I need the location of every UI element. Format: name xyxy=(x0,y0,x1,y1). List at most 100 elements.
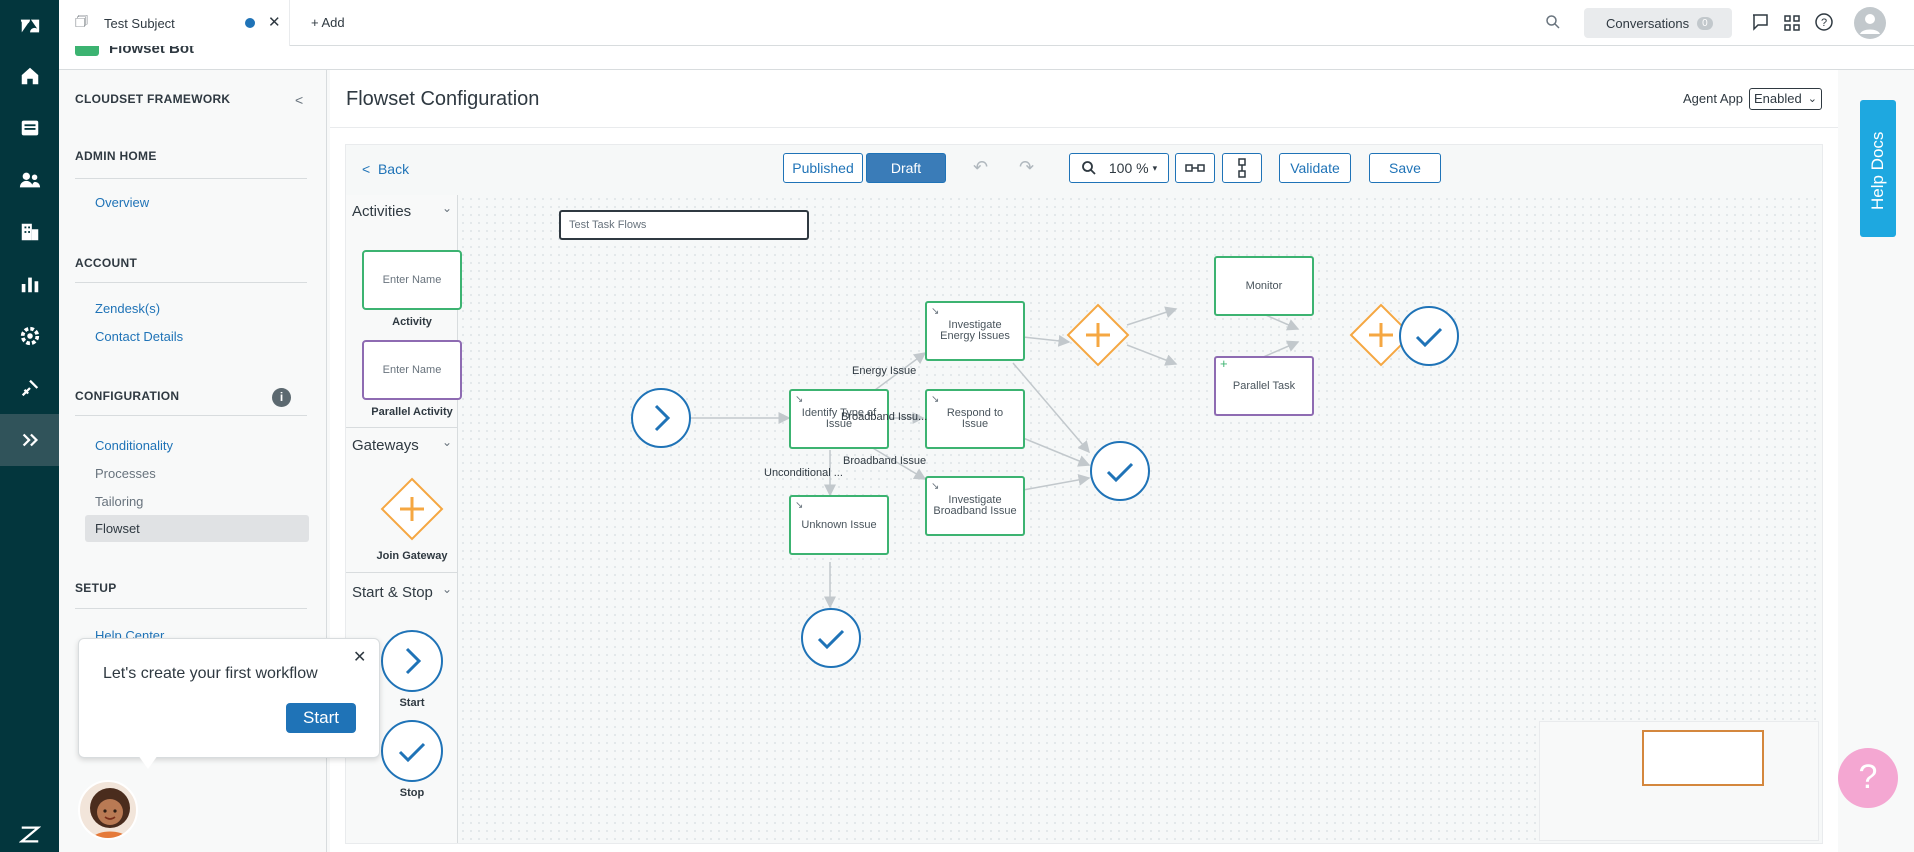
nav-zendesks[interactable]: Zendesk(s) xyxy=(95,301,161,316)
help-icon[interactable]: ? xyxy=(1814,12,1834,35)
chevron-down-icon[interactable]: ⌄ xyxy=(442,435,453,449)
user-avatar-icon[interactable] xyxy=(1854,7,1886,42)
agent-app-select[interactable]: Enabled ⌄ xyxy=(1749,88,1822,110)
node-label: Respond to Issue xyxy=(946,407,1004,430)
stop-label: Stop xyxy=(399,787,425,799)
assistant-avatar[interactable] xyxy=(78,780,138,840)
app-name: Flowset Bot xyxy=(109,46,194,57)
nav-overview[interactable]: Overview xyxy=(95,195,150,210)
plus-icon: + xyxy=(1220,356,1228,371)
conversations-button[interactable]: Conversations 0 xyxy=(1584,8,1732,38)
chat-icon[interactable] xyxy=(1750,12,1770,35)
flow-name-input[interactable]: Test Task Flows xyxy=(559,210,809,240)
help-question-icon[interactable]: ? xyxy=(1838,748,1898,808)
onboarding-popup: Let's create your first workflow ✕ Start xyxy=(78,638,380,758)
undo-icon[interactable]: ↶ xyxy=(973,157,989,177)
zendesk-footer-icon[interactable] xyxy=(0,808,59,852)
parallel-activity-shape[interactable]: Enter Name xyxy=(362,340,462,400)
redo-icon[interactable]: ↷ xyxy=(1019,157,1035,177)
join-gateway-shape[interactable] xyxy=(380,477,444,541)
stop-node-bottom[interactable] xyxy=(800,607,862,669)
node-monitor[interactable]: Monitor xyxy=(1214,256,1314,316)
minimap-viewport[interactable] xyxy=(1642,730,1764,786)
divider xyxy=(75,608,307,609)
zoom-value: 100 % xyxy=(1108,160,1149,176)
node-respond-to-issue[interactable]: ↘ Respond to Issue xyxy=(925,389,1025,449)
zendesk-logo-icon[interactable] xyxy=(0,0,59,52)
onboarding-message: Let's create your first workflow xyxy=(103,665,318,682)
agent-app-label: Agent App xyxy=(1683,91,1743,106)
organizations-icon[interactable] xyxy=(0,206,59,258)
stop-node-top[interactable] xyxy=(1398,305,1460,367)
node-label: Parallel Task xyxy=(1232,379,1296,392)
join-gateway-label: Join Gateway xyxy=(376,550,448,562)
node-investigate-energy[interactable]: ↘Investigate Energy Issues xyxy=(925,301,1025,361)
palette-gateways-title: Gateways xyxy=(352,437,419,454)
views-icon[interactable] xyxy=(0,102,59,154)
divider xyxy=(75,415,307,416)
product-grid-icon[interactable] xyxy=(1783,14,1801,35)
start-node[interactable] xyxy=(630,387,692,449)
add-tab-label: Add xyxy=(321,15,345,30)
back-button[interactable]: < Back xyxy=(362,161,410,177)
close-icon[interactable]: ✕ xyxy=(353,649,367,666)
close-tab-icon[interactable]: ✕ xyxy=(268,14,281,31)
main-content: Flowset Configuration Agent App Enabled … xyxy=(330,70,1838,852)
palette-activities-title: Activities xyxy=(352,203,412,220)
node-parallel-task[interactable]: + Parallel Task xyxy=(1214,356,1314,416)
apps-tools-icon[interactable] xyxy=(0,362,59,414)
customers-icon[interactable] xyxy=(0,154,59,206)
published-button[interactable]: Published xyxy=(783,153,863,183)
node-identify-type[interactable]: ↘Identify Type of Issue xyxy=(789,389,889,449)
node-label: Unknown Issue xyxy=(801,518,877,531)
nav-flowset[interactable]: Flowset xyxy=(85,515,309,542)
onboarding-start-button[interactable]: Start xyxy=(286,703,356,733)
node-label: Monitor xyxy=(1245,279,1283,292)
zoom-control[interactable]: 100 % ▾ xyxy=(1069,153,1169,183)
node-investigate-broadband[interactable]: ↘Investigate Broadband Issue xyxy=(925,476,1025,536)
chevron-down-icon: ⌄ xyxy=(1807,93,1817,105)
info-icon[interactable]: i xyxy=(272,388,291,407)
flow-canvas[interactable]: Test Task Flows xyxy=(459,195,1822,843)
ticket-tab[interactable]: 🗇 Test Subject ✕ xyxy=(59,0,290,46)
activity-shape[interactable]: Enter Name xyxy=(362,250,462,310)
canvas-minimap[interactable] xyxy=(1539,721,1819,841)
nav-tailoring[interactable]: Tailoring xyxy=(95,494,144,509)
chevron-down-icon[interactable]: ⌄ xyxy=(442,201,453,215)
admin-gear-icon[interactable] xyxy=(0,310,59,362)
add-tab-button[interactable]: + Add xyxy=(311,15,345,30)
validate-button[interactable]: Validate xyxy=(1279,153,1351,183)
nav-processes[interactable]: Processes xyxy=(95,466,156,481)
reporting-icon[interactable] xyxy=(0,258,59,310)
draft-button[interactable]: Draft xyxy=(866,153,946,183)
gateway-split[interactable] xyxy=(1066,303,1130,367)
start-label: Start xyxy=(399,697,425,709)
framework-title: CLOUDSET FRAMEWORK xyxy=(75,92,231,106)
home-icon[interactable] xyxy=(0,50,59,102)
save-button[interactable]: Save xyxy=(1369,153,1441,183)
task-corner-icon: ↘ xyxy=(931,394,940,405)
horizontal-layout-button[interactable] xyxy=(1175,153,1215,183)
task-corner-icon: ↘ xyxy=(931,481,940,492)
gateway-join[interactable] xyxy=(1349,303,1413,367)
start-shape[interactable] xyxy=(380,629,444,693)
assistant-avatar-icon xyxy=(90,788,130,838)
icon-rail xyxy=(0,0,59,852)
zoom-icon xyxy=(1081,161,1096,175)
nav-conditionality[interactable]: Conditionality xyxy=(95,438,174,453)
flow-editor: < Back Published Draft ↶ ↷ 100 % ▾ Valid… xyxy=(345,144,1823,844)
flowset-app-icon[interactable] xyxy=(0,414,59,466)
stop-shape[interactable] xyxy=(380,719,444,783)
help-docs-tab[interactable]: Help Docs xyxy=(1860,100,1896,237)
top-bar: 🗇 Test Subject ✕ + Add Conversations 0 ? xyxy=(59,0,1914,46)
node-unknown-issue[interactable]: ↘Unknown Issue xyxy=(789,495,889,555)
nav-contact-details[interactable]: Contact Details xyxy=(95,329,184,344)
vertical-layout-button[interactable] xyxy=(1222,153,1262,183)
chevron-down-icon[interactable]: ⌄ xyxy=(442,582,453,596)
divider xyxy=(75,282,307,283)
collapse-nav-icon[interactable]: < xyxy=(295,92,304,108)
stop-node-middle[interactable] xyxy=(1089,440,1151,502)
section-account: ACCOUNT xyxy=(75,256,138,270)
editor-toolbar: < Back Published Draft ↶ ↷ 100 % ▾ Valid… xyxy=(346,145,1822,195)
search-icon[interactable] xyxy=(1545,14,1561,33)
